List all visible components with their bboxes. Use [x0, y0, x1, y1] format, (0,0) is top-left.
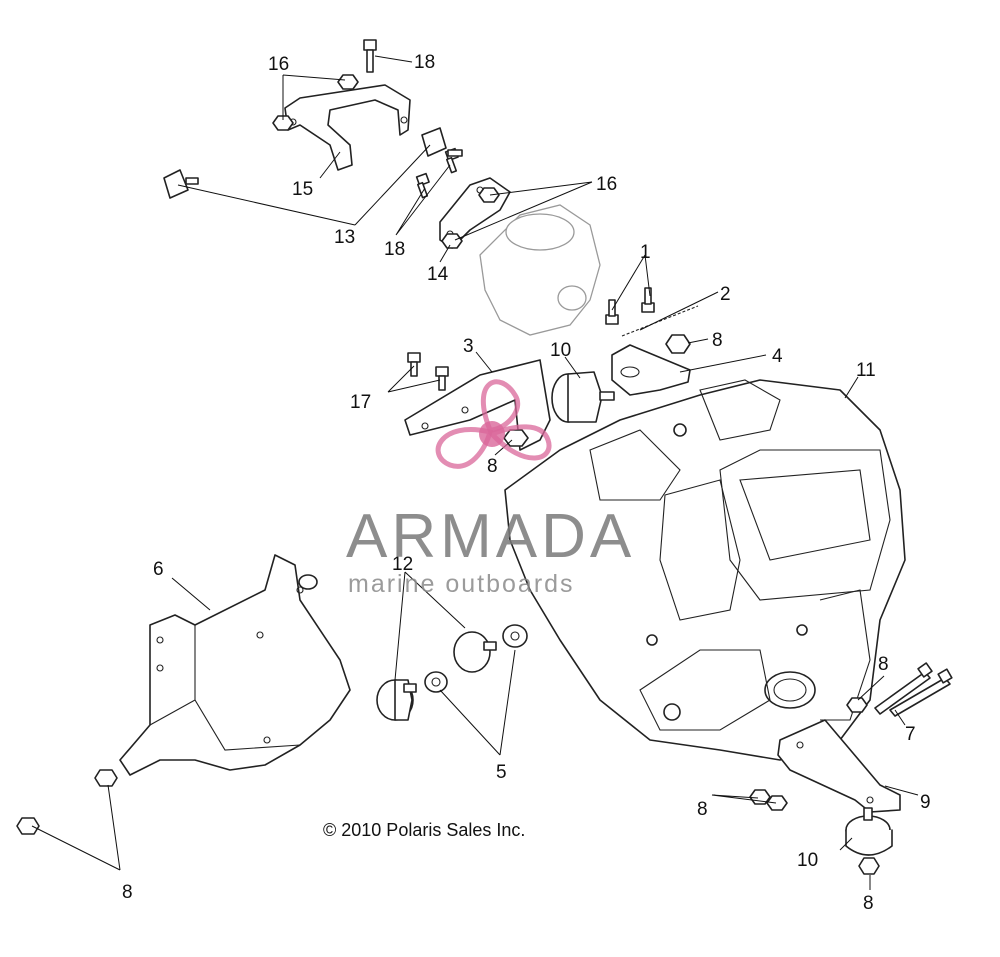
engine-assembly	[504, 379, 906, 761]
nut-8-bottom	[858, 857, 880, 875]
bolt-18-top	[363, 39, 377, 73]
nut-16-mid-b	[441, 233, 463, 249]
watermark: ARMADA marine outboards	[346, 379, 635, 598]
rubber-mount-10-lower	[845, 807, 893, 856]
nut-8-left-b	[16, 817, 40, 835]
callout-3: 3	[463, 336, 474, 357]
bolt-17b	[435, 366, 449, 391]
callout-16: 16	[596, 174, 617, 195]
nut-8-right	[846, 697, 868, 713]
bracket-4	[611, 344, 691, 396]
nut-8-lowerright-b	[766, 795, 788, 811]
washer-5b	[502, 624, 528, 648]
callout-9: 9	[920, 792, 931, 813]
callout-13: 13	[334, 227, 355, 248]
callout-12: 12	[392, 554, 413, 575]
callout-8: 8	[863, 893, 874, 914]
callout-1: 1	[640, 242, 651, 263]
callout-14: 14	[427, 264, 449, 285]
watermark-tagline: marine outboards	[348, 570, 575, 598]
nut-8-left-a	[94, 769, 118, 787]
callout-8: 8	[697, 799, 708, 820]
callout-8: 8	[122, 882, 133, 903]
bracket-15	[284, 84, 411, 171]
callout-4: 4	[772, 346, 783, 367]
callout-6: 6	[153, 559, 164, 580]
watermark-brand: ARMADA	[346, 502, 635, 571]
callout-7: 7	[905, 724, 916, 745]
rubber-mount-10-upper	[551, 371, 615, 423]
callout-16: 16	[268, 54, 289, 75]
bracket-3	[404, 359, 551, 451]
leader-lines	[31, 55, 919, 890]
bolt-17a	[407, 352, 421, 377]
callout-8: 8	[487, 456, 498, 477]
bolt-1a	[605, 299, 619, 325]
callout-8: 8	[878, 654, 889, 675]
watermark-logo	[435, 379, 552, 469]
callout-labels: 16 18 15 13 18 16 14 1 2 8 4 3 10 17 8 1…	[122, 52, 931, 914]
rubber-mount-12a	[376, 679, 417, 721]
callout-10: 10	[797, 850, 818, 871]
callout-2: 2	[720, 284, 731, 305]
callout-17: 17	[350, 392, 371, 413]
callout-11: 11	[856, 360, 876, 381]
callout-18: 18	[414, 52, 435, 73]
washer-5a	[424, 671, 448, 693]
rubber-mount-13b	[163, 169, 199, 199]
pin-2	[621, 305, 699, 337]
nut-16-top-b	[272, 115, 294, 131]
bracket-6	[119, 554, 351, 776]
callout-10: 10	[550, 340, 571, 361]
bolt-7b	[889, 668, 953, 717]
callout-18: 18	[384, 239, 405, 260]
nut-8-top	[665, 334, 691, 354]
rubber-mount-12b	[453, 631, 497, 673]
callout-8: 8	[712, 330, 723, 351]
bolt-7a	[874, 662, 933, 715]
carburetor-outline	[479, 204, 601, 336]
callout-5: 5	[496, 762, 507, 783]
bolt-1b	[641, 287, 655, 313]
nut-16-mid-a	[478, 187, 500, 203]
bracket-9	[777, 719, 901, 813]
rubber-mount-13a	[421, 127, 463, 157]
callout-15: 15	[292, 179, 313, 200]
nut-16-top-a	[337, 74, 359, 90]
copyright-notice: © 2010 Polaris Sales Inc.	[323, 820, 525, 840]
bolt-18b	[415, 172, 430, 199]
